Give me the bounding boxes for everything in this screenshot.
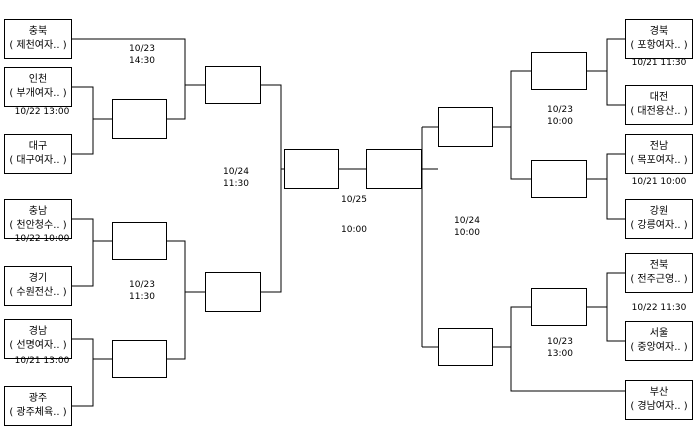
team-box-left-1: 충북 ( 제천여자.. ) xyxy=(4,19,72,59)
team-box-left-3: 대구 ( 대구여자.. ) xyxy=(4,134,72,174)
team-school: ( 대전용산.. ) xyxy=(630,106,688,117)
match-date: 10/23 xyxy=(547,105,573,115)
team-box-right-1: 경북 ( 포항여자.. ) xyxy=(625,19,693,59)
match-slot-right-r1-bottom xyxy=(531,288,587,326)
match-slot-right-qf-bottom xyxy=(438,328,493,366)
match-date-left-qf-bottom: 10/23 11:30 xyxy=(120,279,164,303)
match-slot-left-qf-top xyxy=(205,66,261,104)
team-box-right-7: 부산 ( 경남여자.. ) xyxy=(625,380,693,420)
team-school: ( 대구여자.. ) xyxy=(9,155,67,166)
match-slot-left-r1-bottom xyxy=(112,340,167,378)
team-school: ( 천안청수.. ) xyxy=(9,220,67,231)
match-date: 10/23 xyxy=(547,337,573,347)
match-date: 10/24 xyxy=(223,167,249,177)
match-time: 11:30 xyxy=(129,292,155,302)
team-region: 인천 xyxy=(28,74,48,85)
match-slot-right-r1-top xyxy=(531,52,587,90)
match-date: 10/24 xyxy=(454,216,480,226)
team-region: 대전 xyxy=(649,92,669,103)
team-school: ( 전주근영.. ) xyxy=(630,274,688,285)
team-school: ( 광주체육.. ) xyxy=(9,407,67,418)
team-region: 충북 xyxy=(28,26,48,37)
team-box-left-2: 인천 ( 부개여자.. ) xyxy=(4,67,72,107)
team-box-left-5: 경기 ( 수원전산.. ) xyxy=(4,266,72,306)
team-school: ( 부개여자.. ) xyxy=(9,88,67,99)
team-box-right-2: 대전 ( 대전용산.. ) xyxy=(625,85,693,125)
match-date-right-qf-bottom: 10/23 13:00 xyxy=(538,336,582,360)
team-school: ( 중앙여자.. ) xyxy=(630,342,688,353)
match-slot-right-qf-top xyxy=(438,107,493,147)
team-box-left-4: 충남 ( 천안청수.. ) xyxy=(4,199,72,239)
match-time-right-5: 10/22 11:30 xyxy=(631,303,687,313)
match-date: 10/23 xyxy=(129,280,155,290)
match-time: 10:00 xyxy=(454,228,480,238)
team-box-right-3: 전남 ( 목포여자.. ) xyxy=(625,134,693,174)
team-school: ( 수원전산.. ) xyxy=(9,287,67,298)
match-time-right-3: 10/21 10:00 xyxy=(631,177,687,187)
team-region: 강원 xyxy=(649,206,669,217)
team-region: 전남 xyxy=(649,141,669,152)
team-school: ( 경남여자.. ) xyxy=(630,401,688,412)
team-school: ( 강릉여자.. ) xyxy=(630,220,688,231)
team-region: 충남 xyxy=(28,206,48,217)
match-date: 10/23 xyxy=(129,44,155,54)
team-box-right-6: 서울 ( 중앙여자.. ) xyxy=(625,321,693,361)
match-date-right-qf-top: 10/23 10:00 xyxy=(538,104,582,128)
team-region: 전북 xyxy=(649,260,669,271)
team-school: ( 선명여자.. ) xyxy=(9,340,67,351)
match-date-right-sf: 10/24 10:00 xyxy=(445,215,489,239)
team-box-right-5: 전북 ( 전주근영.. ) xyxy=(625,253,693,293)
team-region: 광주 xyxy=(28,393,48,404)
match-time: 14:30 xyxy=(129,56,155,66)
match-date-left-sf: 10/24 11:30 xyxy=(214,166,258,190)
team-box-left-7: 광주 ( 광주체육.. ) xyxy=(4,386,72,426)
match-date-final: 10/25 10:00 xyxy=(332,194,376,236)
match-slot-left-r1-top xyxy=(112,99,167,139)
match-slot-left-r1-middle xyxy=(112,222,167,260)
team-region: 대구 xyxy=(28,141,48,152)
team-region: 경북 xyxy=(649,26,669,37)
match-time: 11:30 xyxy=(223,179,249,189)
team-region: 부산 xyxy=(649,387,669,398)
team-region: 경기 xyxy=(28,273,48,284)
match-slot-right-sf xyxy=(366,149,422,189)
team-region: 서울 xyxy=(649,328,669,339)
match-time: 13:00 xyxy=(547,349,573,359)
match-time-left-2: 10/22 13:00 xyxy=(14,107,70,117)
match-time: 10:00 xyxy=(547,117,573,127)
team-box-left-6: 경남 ( 선명여자.. ) xyxy=(4,319,72,359)
team-region: 경남 xyxy=(28,326,48,337)
match-date: 10/25 xyxy=(341,195,367,205)
match-slot-left-sf xyxy=(284,149,339,189)
match-time-right-1: 10/21 11:30 xyxy=(631,58,687,68)
match-time: 10:00 xyxy=(341,225,367,235)
match-slot-left-qf-bottom xyxy=(205,272,261,312)
match-date-left-qf-top: 10/23 14:30 xyxy=(120,43,164,67)
match-time-left-6: 10/21 13:00 xyxy=(14,356,70,366)
team-school: ( 포항여자.. ) xyxy=(630,40,688,51)
team-school: ( 목포여자.. ) xyxy=(630,155,688,166)
team-school: ( 제천여자.. ) xyxy=(9,40,67,51)
match-time-left-4: 10/22 10:00 xyxy=(14,234,70,244)
team-box-right-4: 강원 ( 강릉여자.. ) xyxy=(625,199,693,239)
match-slot-right-r1-middle xyxy=(531,160,587,198)
